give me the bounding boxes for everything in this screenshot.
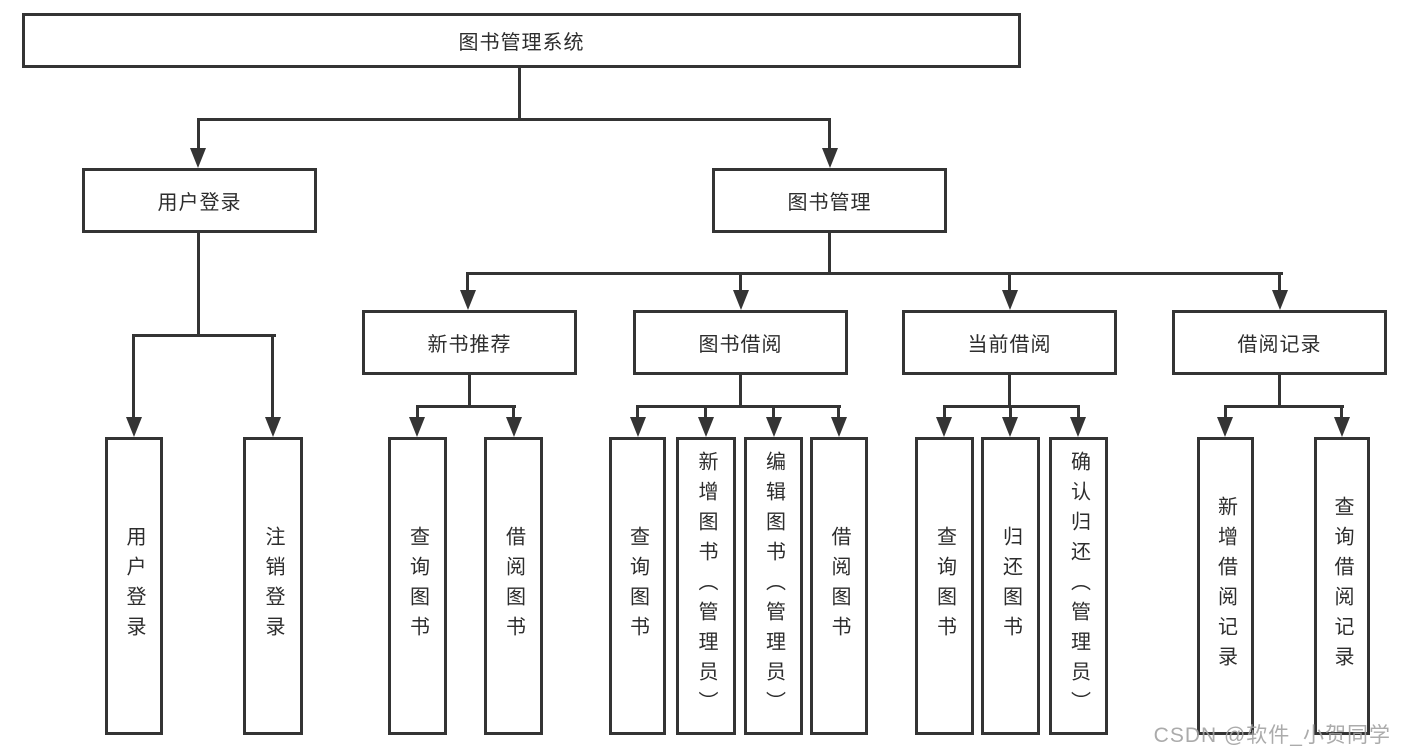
connector-line: [416, 405, 516, 408]
connector-line: [197, 233, 200, 337]
arrowhead-icon: [936, 417, 952, 437]
connector-line: [704, 407, 707, 419]
connector-line: [132, 334, 276, 337]
arrowhead-icon: [1002, 290, 1018, 310]
leaf-borrow-books-borrow: 借阅图书: [810, 437, 868, 735]
arrowhead-icon: [1070, 417, 1086, 437]
arrowhead-icon: [766, 417, 782, 437]
arrowhead-icon: [1217, 417, 1233, 437]
arrowhead-icon: [1272, 290, 1288, 310]
arrowhead-icon: [409, 417, 425, 437]
connector-line: [739, 274, 742, 292]
leaf-query-borrow-record: 查询借阅记录: [1314, 437, 1370, 735]
leaf-label: 查询图书: [406, 526, 429, 646]
node-current-borrow: 当前借阅: [902, 310, 1117, 375]
connector-line: [636, 407, 639, 419]
connector-line: [1009, 407, 1012, 419]
connector-line: [416, 407, 419, 419]
arrowhead-icon: [831, 417, 847, 437]
connector-line: [468, 375, 471, 407]
leaf-label: 查询借阅记录: [1331, 496, 1353, 676]
connector-line: [518, 68, 521, 120]
connector-line: [271, 336, 274, 419]
connector-line: [197, 120, 200, 150]
node-new-book-recommend: 新书推荐: [362, 310, 577, 375]
node-borrow-records: 借阅记录: [1172, 310, 1387, 375]
arrowhead-icon: [822, 148, 838, 168]
connector-line: [943, 405, 1080, 408]
arrowhead-icon: [698, 417, 714, 437]
arrowhead-icon: [506, 417, 522, 437]
node-book-borrow: 图书借阅: [633, 310, 848, 375]
csdn-watermark: CSDN @软件_小贺同学: [1153, 724, 1391, 747]
arrowhead-icon: [733, 290, 749, 310]
connector-line: [1278, 274, 1281, 292]
leaf-add-borrow-record: 新增借阅记录: [1197, 437, 1254, 735]
connector-line: [512, 407, 515, 419]
arrowhead-icon: [126, 417, 142, 437]
leaf-label: 查询图书: [626, 526, 649, 646]
leaf-label: 归还图书: [999, 526, 1022, 646]
connector-line: [1008, 274, 1011, 292]
connector-line: [1008, 375, 1011, 407]
node-root: 图书管理系统: [22, 13, 1021, 68]
connector-line: [636, 405, 841, 408]
leaf-label: 借阅图书: [828, 526, 850, 646]
leaf-query-books-current: 查询图书: [915, 437, 974, 735]
arrowhead-icon: [460, 290, 476, 310]
connector-line: [466, 272, 1283, 275]
connector-line: [132, 336, 135, 419]
connector-line: [837, 407, 840, 419]
leaf-label: 确认归还（管理员）: [1067, 451, 1090, 721]
arrowhead-icon: [1002, 417, 1018, 437]
connector-line: [1278, 375, 1281, 407]
leaf-logout: 注销登录: [243, 437, 303, 735]
leaf-label: 借阅图书: [502, 526, 525, 646]
leaf-label: 编辑图书（管理员）: [762, 451, 785, 721]
connector-line: [772, 407, 775, 419]
arrowhead-icon: [1334, 417, 1350, 437]
connector-line: [943, 407, 946, 419]
connector-line: [197, 118, 831, 121]
leaf-user-login: 用户登录: [105, 437, 163, 735]
leaf-add-book-admin: 新增图书（管理员）: [676, 437, 736, 735]
leaf-borrow-books-recommend: 借阅图书: [484, 437, 543, 735]
connector-line: [1077, 407, 1080, 419]
connector-line: [1340, 407, 1343, 419]
connector-line: [739, 375, 742, 407]
connector-line: [828, 233, 831, 275]
node-book-management: 图书管理: [712, 168, 947, 233]
leaf-label: 新增图书（管理员）: [695, 451, 717, 721]
leaf-return-books: 归还图书: [981, 437, 1040, 735]
leaf-edit-book-admin: 编辑图书（管理员）: [744, 437, 803, 735]
connector-line: [466, 274, 469, 292]
leaf-label: 查询图书: [933, 526, 956, 646]
connector-line: [1224, 407, 1227, 419]
leaf-label: 用户登录: [123, 526, 145, 646]
arrowhead-icon: [630, 417, 646, 437]
connector-line: [828, 120, 831, 150]
arrowhead-icon: [265, 417, 281, 437]
leaf-confirm-return-admin: 确认归还（管理员）: [1049, 437, 1108, 735]
node-user-login: 用户登录: [82, 168, 317, 233]
arrowhead-icon: [190, 148, 206, 168]
leaf-query-books-recommend: 查询图书: [388, 437, 447, 735]
leaf-label: 新增借阅记录: [1214, 496, 1237, 676]
leaf-query-books-borrow: 查询图书: [609, 437, 666, 735]
connector-line: [1224, 405, 1344, 408]
leaf-label: 注销登录: [262, 526, 284, 646]
